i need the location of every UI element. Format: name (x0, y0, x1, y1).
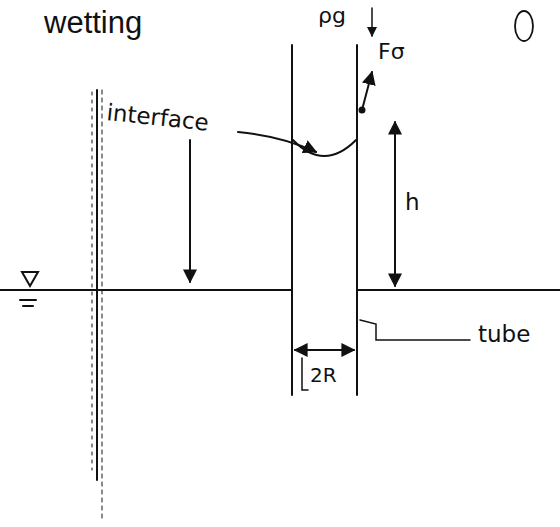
leader-line (238, 132, 316, 152)
force-label: Fσ (378, 40, 405, 64)
heading-label: wetting (44, 6, 142, 40)
surface-symbol (20, 299, 36, 301)
tube-label: tube (478, 322, 530, 347)
meniscus (293, 140, 356, 156)
plate-wall (96, 90, 98, 480)
stray-mark (515, 11, 533, 41)
plate-wall (92, 92, 93, 470)
leader-line (189, 140, 191, 282)
diameter-label: 2R (310, 364, 337, 386)
tube-wall (291, 45, 293, 395)
surface-symbol (23, 305, 33, 307)
plate-wall (102, 90, 103, 520)
gravity-label: ρg (318, 4, 346, 28)
water-surface (357, 289, 560, 291)
interface-label: interface (105, 100, 210, 136)
tube-wall (356, 45, 358, 395)
height-dimension (394, 122, 396, 286)
leader-line (360, 320, 470, 340)
force-arrow (362, 72, 372, 110)
surface-symbol (22, 272, 38, 286)
height-label: h (405, 190, 420, 215)
diameter-dimension (295, 349, 354, 351)
leader-line (302, 358, 308, 390)
gravity-arrow (371, 8, 373, 36)
water-surface (0, 289, 292, 291)
